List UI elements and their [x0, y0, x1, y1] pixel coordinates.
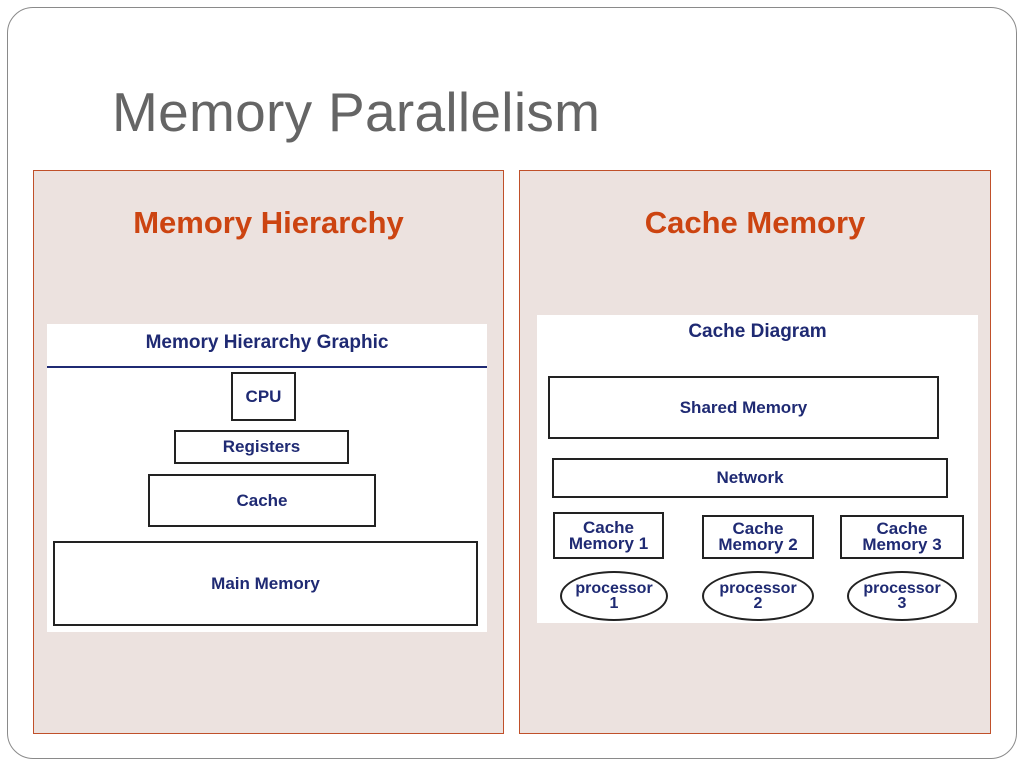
cache-memory-2-box: Cache Memory 2 — [702, 515, 814, 559]
registers-box: Registers — [174, 430, 349, 464]
main-memory-box: Main Memory — [53, 541, 478, 626]
cache-diagram-title: Cache Diagram — [688, 321, 827, 342]
network-box: Network — [552, 458, 948, 498]
shared-memory-box: Shared Memory — [548, 376, 939, 439]
processor-3-oval: processor 3 — [847, 571, 957, 621]
cache-diagram: Cache Diagram Shared Memory Network Cach… — [537, 315, 978, 623]
memory-hierarchy-diagram-title: Memory Hierarchy Graphic — [145, 332, 389, 353]
cache-memory-heading: Cache Memory — [644, 205, 866, 240]
processor-1-oval: processor 1 — [560, 571, 668, 621]
cache-memory-3-box: Cache Memory 3 — [840, 515, 964, 559]
slide-title: Memory Parallelism — [112, 81, 601, 143]
title-divider — [47, 366, 487, 368]
cache-box: Cache — [148, 474, 376, 527]
processor-2-oval: processor 2 — [702, 571, 814, 621]
cpu-box: CPU — [231, 372, 296, 421]
cache-memory-1-box: Cache Memory 1 — [553, 512, 664, 559]
memory-hierarchy-diagram: Memory Hierarchy Graphic CPU Registers C… — [47, 324, 487, 632]
memory-hierarchy-heading: Memory Hierarchy — [133, 205, 404, 240]
